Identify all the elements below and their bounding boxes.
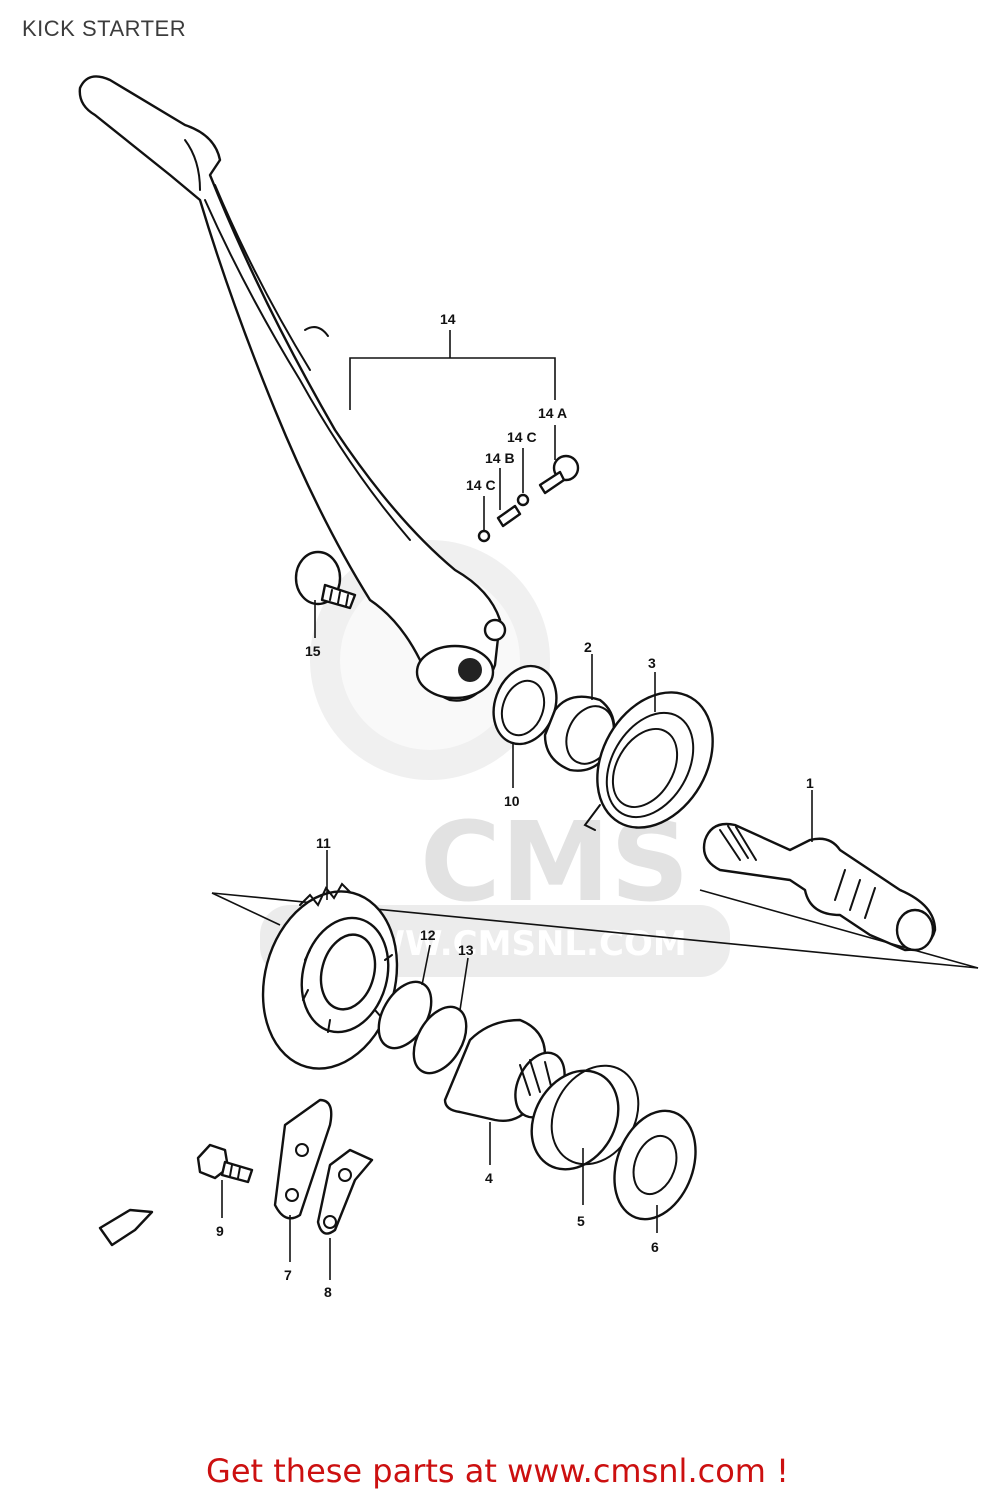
callout-2: 2 [584, 639, 592, 655]
callout-14: 14 [440, 311, 456, 327]
callout-10: 10 [504, 793, 520, 809]
callout-9: 9 [216, 1223, 224, 1239]
callout-14c-upper: 14 C [507, 429, 537, 445]
callout-14a: 14 A [538, 405, 567, 421]
callout-14c-lower: 14 C [466, 477, 496, 493]
bolt-9 [196, 1143, 254, 1184]
get-parts-link[interactable]: Get these parts at www.cmsnl.com ! [206, 1452, 789, 1490]
callout-8: 8 [324, 1284, 332, 1300]
washer-13 [412, 1005, 468, 1075]
callout-1: 1 [806, 775, 814, 791]
washer-6 [613, 1109, 697, 1221]
front-arrow-icon [98, 1208, 154, 1247]
ratchet-spring-5 [530, 1064, 640, 1171]
callout-13: 13 [458, 942, 474, 958]
callout-3: 3 [648, 655, 656, 671]
callout-12: 12 [420, 927, 436, 943]
bolt-15 [294, 550, 357, 610]
callout-7: 7 [284, 1267, 292, 1283]
callout-4: 4 [485, 1170, 493, 1186]
kick-shaft-1 [702, 822, 937, 952]
return-spring-3 [583, 691, 714, 831]
lever-pin-parts [477, 454, 580, 543]
plate-8 [316, 1148, 374, 1235]
callout-6: 6 [651, 1239, 659, 1255]
plate-7 [273, 1098, 333, 1220]
callout-11: 11 [316, 835, 331, 851]
kick-lever [78, 75, 507, 702]
callout-15: 15 [305, 643, 321, 659]
callout-leaders [221, 330, 813, 1280]
page-title: KICK STARTER [22, 16, 187, 41]
callout-labels: 14 14 A 14 C 14 B 14 C 15 2 3 10 1 11 12… [216, 311, 814, 1300]
callout-5: 5 [577, 1213, 585, 1229]
callout-14b: 14 B [485, 450, 515, 466]
kick-gear-11 [261, 882, 399, 1070]
